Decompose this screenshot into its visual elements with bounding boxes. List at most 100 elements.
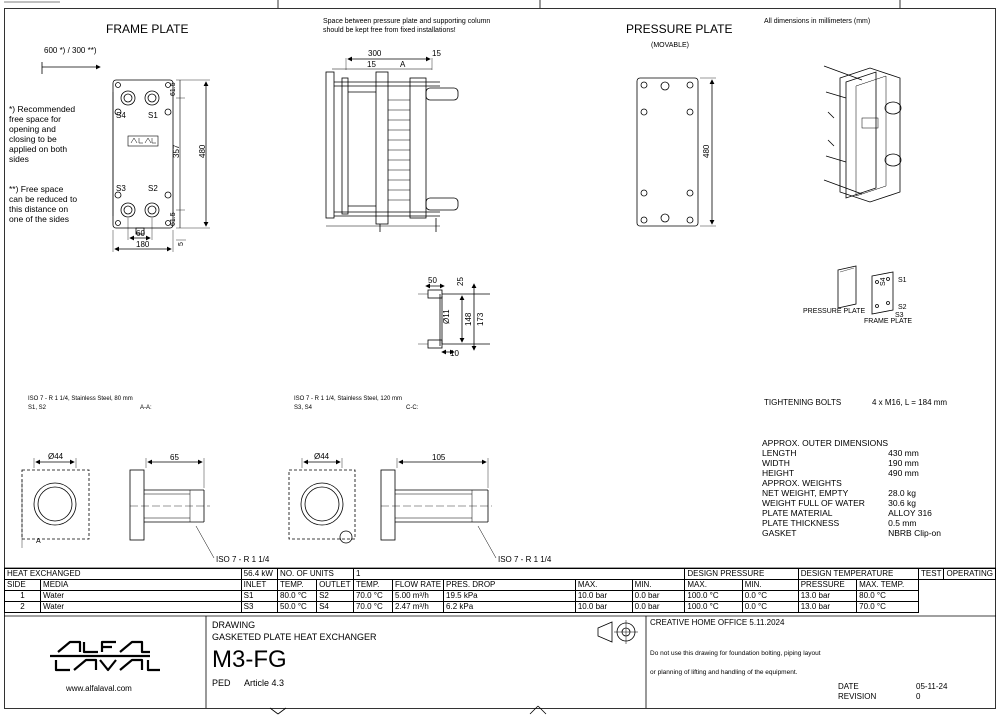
table-cell: 0.0 °C: [741, 601, 799, 613]
design-temperature-header: DESIGN TEMPERATURE: [797, 568, 920, 580]
iso-pressure-plate-label: PRESSURE PLATE: [803, 308, 866, 315]
spec-value: 430 mm: [888, 448, 919, 458]
spec-value: 190 mm: [888, 458, 919, 468]
dim-10: 10: [450, 349, 459, 358]
heat-exchanged-label: HEAT EXCHANGED: [4, 568, 242, 580]
iso-s3-label: S3: [895, 312, 904, 319]
left-length: 65: [170, 453, 179, 462]
table-header-cell: MEDIA: [40, 579, 242, 591]
dim-61-5-bottom: 61.5: [170, 212, 177, 226]
table-header-cell: SIDE: [3, 579, 42, 591]
disclaimer-line1: Do not use this drawing for foundation b…: [650, 650, 821, 657]
table-header-cell: TEMP.: [352, 579, 393, 591]
space-note-line2: should be kept free from fixed installat…: [323, 27, 456, 34]
iso-3d-view: [823, 65, 902, 203]
table-cell: S4: [316, 601, 354, 613]
port-label-s4: S4: [116, 111, 126, 120]
date-value: 05-11-24: [916, 682, 948, 691]
spec-row: WEIGHT FULL OF WATER 30.6 kg: [762, 498, 941, 508]
test-header: TEST: [918, 568, 945, 580]
units-value: 1: [352, 568, 686, 580]
table-cell: 80.0 °C: [277, 590, 318, 602]
disclaimer-line2: or planning of lifting and handling of t…: [650, 669, 798, 676]
right-length: 105: [432, 453, 446, 462]
spec-value: 0.5 mm: [888, 518, 917, 528]
spec-value: ALLOY 316: [888, 508, 932, 518]
table-cell: Water: [40, 590, 242, 602]
operating-header: OPERATING: [943, 568, 996, 580]
table-cell: S2: [316, 590, 354, 602]
frame-plate-view: [41, 62, 210, 252]
table-header-cell: INLET: [240, 579, 279, 591]
spec-label: LENGTH: [762, 448, 797, 458]
note-reduced-space: **) Free space can be reduced to this di…: [9, 184, 78, 224]
spec-label: APPROX. OUTER DIMENSIONS: [762, 438, 889, 448]
tightening-bolts-label: TIGHTENING BOLTS: [764, 398, 842, 407]
units-label: NO. OF UNITS: [277, 568, 354, 580]
table-header-cell: MAX. TEMP.: [856, 579, 920, 591]
movable-label: (MOVABLE): [651, 42, 689, 49]
right-connection-ports: S3, S4: [294, 405, 313, 411]
ped-article: Article 4.3: [244, 678, 285, 688]
iso-s4-label: S4: [880, 277, 887, 286]
iso-frame-plate-label: FRAME PLATE: [864, 318, 913, 325]
projection-symbol: [597, 620, 638, 644]
table-cell: 70.0 °C: [352, 590, 393, 602]
spec-row: WIDTH 190 mm: [762, 458, 941, 468]
left-connection-ports: S1, S2: [28, 405, 47, 411]
spec-row: PLATE THICKNESS 0.5 mm: [762, 518, 941, 528]
table-header-cell: PRESSURE: [797, 579, 858, 591]
table-cell: 0.0 bar: [631, 601, 686, 613]
port-label-s1: S1: [148, 111, 158, 120]
table-header-cell: MIN.: [741, 579, 799, 591]
note-recommended-space: *) Recommended free space for opening an…: [9, 104, 76, 164]
left-connection-spec: ISO 7 - R 1 1/4, Stainless Steel, 80 mm: [28, 396, 133, 402]
iso-s1-label: S1: [898, 277, 907, 284]
table-cell: 70.0 °C: [352, 601, 393, 613]
spec-label: PLATE THICKNESS: [762, 518, 840, 528]
space-note-line1: Space between pressure plate and support…: [323, 18, 491, 25]
spec-label: PLATE MATERIAL: [762, 508, 833, 518]
table-cell: 0.0 °C: [741, 590, 799, 602]
performance-table: HEAT EXCHANGED 56.4 kW NO. OF UNITS 1 DE…: [3, 568, 996, 613]
dim-5: 5: [178, 242, 185, 246]
iso-s2-label: S2: [898, 304, 907, 311]
spec-value: [888, 438, 941, 448]
spec-label: WIDTH: [762, 458, 790, 468]
section-marker-a: A: [400, 60, 406, 69]
dim-480-pressure: 480: [702, 144, 711, 158]
all-dimensions-note: All dimensions in millimeters (mm): [764, 18, 871, 25]
table-cell: 10.0 bar: [574, 601, 633, 613]
bolt-detail: [418, 283, 490, 355]
dim-15-right: 15: [432, 49, 441, 58]
dim-60: 60: [136, 229, 145, 238]
dim-480-frame: 480: [198, 144, 207, 158]
spec-value: 490 mm: [888, 468, 919, 478]
right-diameter: Ø44: [314, 452, 330, 461]
table-header-cell: MIN.: [631, 579, 686, 591]
table-cell: 50.0 °C: [277, 601, 318, 613]
table-cell: 80.0 °C: [856, 590, 920, 602]
port-label-s3: S3: [116, 184, 126, 193]
ped-label: PED: [212, 678, 231, 688]
dim-15-left: 15: [367, 60, 376, 69]
logo-url: www.alfalaval.com: [66, 684, 132, 693]
date-label: DATE: [838, 682, 859, 691]
frame-plate-title: FRAME PLATE: [106, 22, 189, 36]
left-thread-label: ISO 7 - R 1 1/4: [216, 555, 270, 564]
connection-right: [288, 458, 497, 559]
spec-label: GASKET: [762, 528, 797, 538]
table-cell: S1: [240, 590, 279, 602]
dim-d11: Ø11: [442, 309, 451, 324]
spec-value: 30.6 kg: [888, 498, 916, 508]
spec-label: WEIGHT FULL OF WATER: [762, 498, 865, 508]
table-cell: 13.0 bar: [797, 590, 858, 602]
table-cell: 100.0 °C: [684, 590, 743, 602]
design-pressure-header: DESIGN PRESSURE: [684, 568, 799, 580]
spec-row: APPROX. OUTER DIMENSIONS: [762, 438, 941, 448]
heat-exchanged-value: 56.4 kW: [240, 568, 279, 580]
table-cell: 1: [3, 590, 42, 602]
